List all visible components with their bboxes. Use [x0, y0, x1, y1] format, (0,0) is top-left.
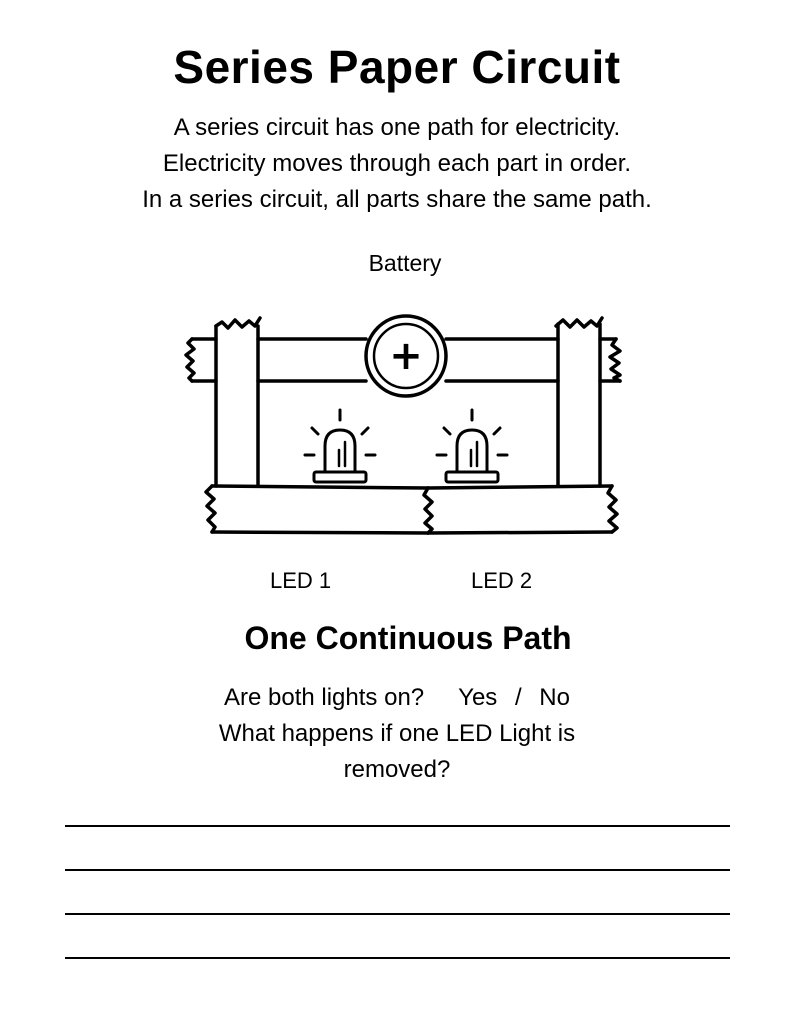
- question-lights-on: Are both lights on? Yes / No: [0, 684, 794, 712]
- question-2-line-1: What happens if one LED Light is: [218, 720, 576, 747]
- led-1-icon: [303, 408, 377, 484]
- option-separator: /: [514, 684, 522, 711]
- right-vertical-tape: [554, 316, 604, 488]
- circuit-diagram: +: [184, 314, 622, 535]
- battery: +: [364, 314, 448, 398]
- right-tape-stub: [598, 337, 622, 383]
- led-2-icon: [435, 408, 509, 484]
- battery-label: Battery: [368, 250, 442, 276]
- bottom-tape-left: [204, 484, 434, 535]
- led-2-label: LED 2: [471, 568, 533, 593]
- question-2-line-2: removed?: [343, 756, 451, 783]
- yes-option: Yes: [458, 684, 498, 711]
- battery-plus-symbol: +: [389, 333, 423, 379]
- answer-line: [65, 957, 730, 959]
- intro-line-3: In a series circuit, all parts share the…: [142, 186, 652, 213]
- answer-line: [65, 913, 730, 915]
- no-option: No: [539, 684, 570, 711]
- question-1-text: Are both lights on?: [224, 684, 425, 711]
- page-title: Series Paper Circuit: [173, 41, 621, 93]
- bottom-tape-right: [426, 484, 619, 535]
- led-1-label: LED 1: [270, 568, 332, 593]
- answer-line: [65, 825, 730, 827]
- section-subtitle: One Continuous Path: [244, 620, 572, 656]
- left-tape-stub: [184, 337, 218, 383]
- intro-line-1: A series circuit has one path for electr…: [173, 114, 621, 141]
- top-tape-strip: [256, 337, 560, 383]
- intro-line-2: Electricity moves through each part in o…: [162, 150, 632, 177]
- intro-text: A series circuit has one path for electr…: [0, 110, 794, 218]
- left-vertical-tape: [214, 316, 262, 488]
- answer-line: [65, 869, 730, 871]
